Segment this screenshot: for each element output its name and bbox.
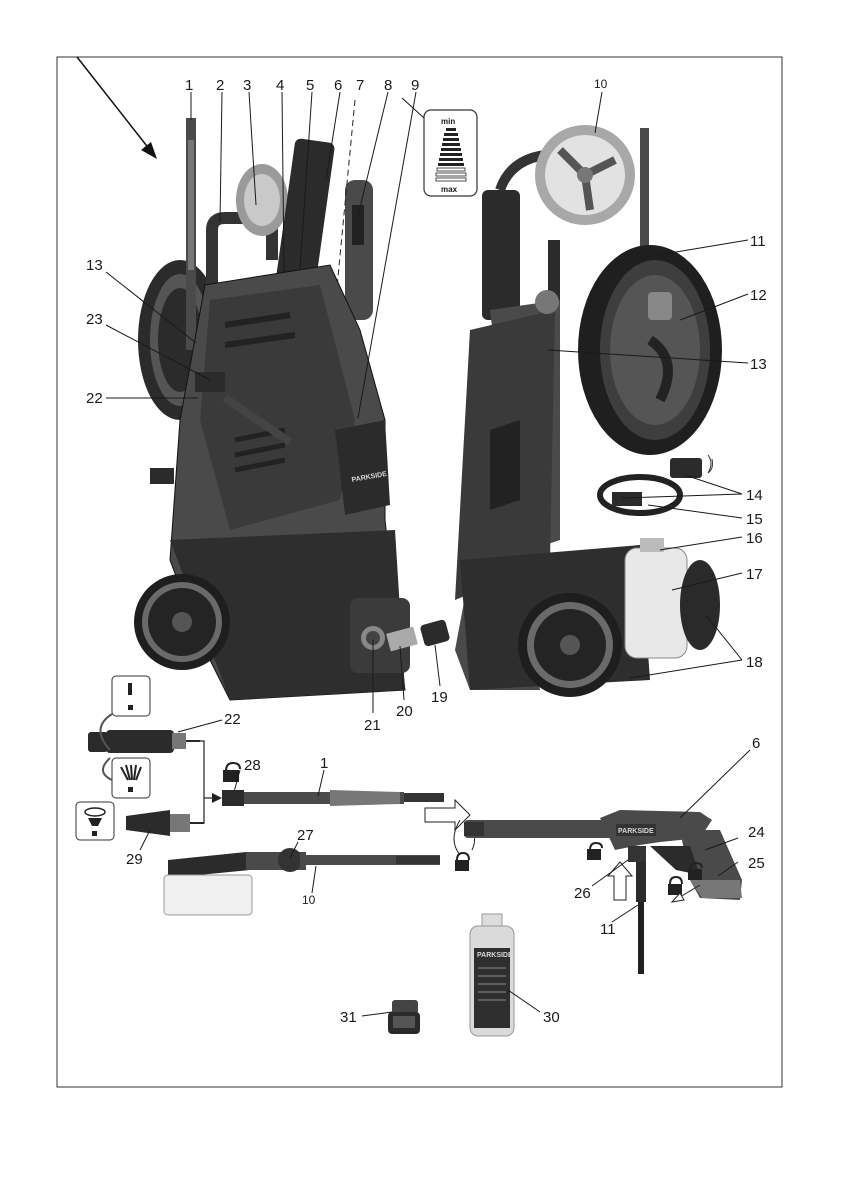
label-21: 21 (364, 717, 381, 734)
brand-label-gun: PARKSIDE (618, 828, 654, 835)
label-1-top: 1 (185, 77, 193, 94)
pressure-washer-front-view: PARKSIDE (134, 100, 450, 700)
pressure-washer-rear-view (455, 125, 722, 697)
label-7: 7 (356, 77, 364, 94)
point-jet-icon (112, 676, 150, 716)
label-13-left: 13 (86, 257, 103, 274)
label-28: 28 (244, 757, 261, 774)
lock-icon-bottom (455, 853, 469, 871)
label-12: 12 (750, 287, 767, 304)
label-13-right: 13 (750, 356, 767, 373)
hose-coupling-31 (388, 1000, 420, 1034)
rotate-arrow-down (103, 758, 112, 780)
unlock-icon-26 (587, 843, 602, 860)
label-14: 14 (746, 487, 763, 504)
gauge-min-label: min (441, 117, 455, 126)
label-31: 31 (340, 1009, 357, 1026)
pressure-gauge-icon: min max (424, 110, 477, 196)
label-9: 9 (411, 77, 419, 94)
rotate-icon (708, 455, 713, 473)
detergent-bottle-30: PARKSIDE (470, 914, 514, 1036)
label-18: 18 (746, 654, 763, 671)
gauge-max-label: max (441, 185, 458, 194)
label-6-top: 6 (334, 77, 342, 94)
label-25: 25 (748, 855, 765, 872)
label-10-brush: 10 (302, 893, 316, 907)
label-11-hose: 11 (600, 921, 616, 938)
label-22-left: 22 (86, 390, 103, 407)
direction-arrow (77, 57, 157, 159)
label-10-top: 10 (594, 77, 608, 91)
label-1-lance: 1 (320, 755, 328, 772)
lance-1 (222, 790, 444, 806)
fan-jet-icon (112, 758, 150, 798)
label-2: 2 (216, 77, 224, 94)
brand-label-bottle: PARKSIDE (477, 952, 513, 959)
label-30: 30 (543, 1009, 560, 1026)
label-8: 8 (384, 77, 392, 94)
label-11-top: 11 (750, 233, 766, 250)
label-6-gun: 6 (752, 735, 760, 752)
label-22-nozzle: 22 (224, 711, 241, 728)
hose-11 (608, 862, 646, 974)
spray-gun-6: PARKSIDE (464, 810, 742, 900)
label-4: 4 (276, 77, 284, 94)
nozzle-bracket (186, 741, 204, 823)
rotary-jet-icon (76, 802, 114, 840)
label-3: 3 (243, 77, 251, 94)
label-24: 24 (748, 824, 765, 841)
label-16: 16 (746, 530, 763, 547)
label-17: 17 (746, 566, 763, 583)
label-23: 23 (86, 311, 103, 328)
label-19: 19 (431, 689, 448, 706)
label-20: 20 (396, 703, 413, 720)
label-27: 27 (297, 827, 314, 844)
label-15: 15 (746, 511, 763, 528)
lock-icon-25a (668, 877, 682, 895)
label-29: 29 (126, 851, 143, 868)
label-5: 5 (306, 77, 314, 94)
label-26: 26 (574, 885, 591, 902)
